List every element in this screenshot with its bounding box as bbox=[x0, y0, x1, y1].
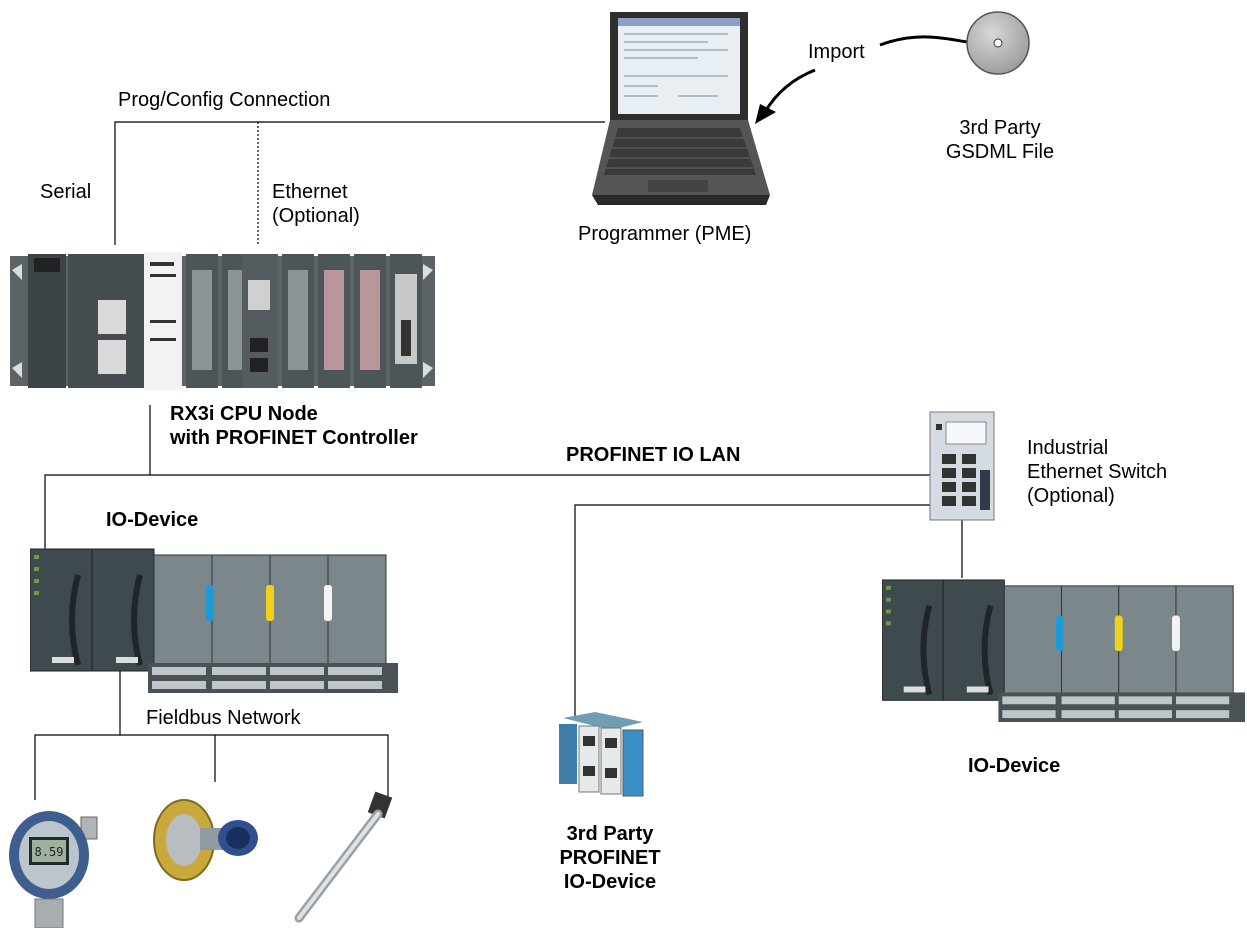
profinet-lan-label: PROFINET IO LAN bbox=[566, 444, 741, 466]
switch-icon bbox=[929, 411, 995, 521]
io-rack-icon bbox=[30, 548, 398, 693]
io-device-right-label: IO-Device bbox=[968, 755, 1061, 777]
io-device-left-label: IO-Device bbox=[106, 509, 199, 531]
svg-text:8.59: 8.59 bbox=[35, 845, 64, 859]
cpu-node-line2: with PROFINET Controller bbox=[170, 427, 418, 449]
ethernet-line2: (Optional) bbox=[272, 205, 360, 227]
probe-icon bbox=[294, 791, 393, 923]
transmitter-icon: 8.59 bbox=[9, 811, 98, 928]
cpu-node-label: RX3i CPU Node with PROFINET Controller bbox=[170, 402, 418, 450]
plc-rack-icon bbox=[10, 252, 435, 390]
switch-label: Industrial Ethernet Switch (Optional) bbox=[1027, 436, 1167, 508]
io-rack-icon bbox=[882, 579, 1246, 723]
serial-label: Serial bbox=[40, 181, 92, 203]
ethernet-line1: Ethernet bbox=[272, 181, 348, 203]
import-arrow bbox=[755, 68, 816, 124]
third-party-line3: IO-Device bbox=[563, 871, 657, 893]
gsdml-file-line2: GSDML File bbox=[945, 141, 1055, 163]
ethernet-label: Ethernet (Optional) bbox=[272, 180, 360, 228]
switch-line3: (Optional) bbox=[1027, 485, 1115, 507]
third-party-line2: PROFINET bbox=[559, 847, 661, 869]
disk-icon bbox=[966, 11, 1030, 75]
flow-sensor-icon bbox=[153, 799, 258, 881]
terminal-block-icon bbox=[559, 712, 644, 797]
import-label: Import bbox=[808, 41, 865, 63]
third-party-device-label: 3rd Party PROFINET IO-Device bbox=[545, 822, 675, 894]
laptop-icon bbox=[592, 12, 770, 205]
third-party-line1: 3rd Party bbox=[566, 823, 654, 845]
switch-line1: Industrial bbox=[1027, 437, 1109, 459]
cpu-node-line1: RX3i CPU Node bbox=[170, 403, 318, 425]
gsdml-file-label: 3rd Party GSDML File bbox=[940, 116, 1060, 164]
switch-line2: Ethernet Switch bbox=[1027, 461, 1168, 483]
fieldbus-network-label: Fieldbus Network bbox=[146, 707, 301, 729]
prog-config-connection-label: Prog/Config Connection bbox=[118, 89, 331, 111]
programmer-label: Programmer (PME) bbox=[578, 223, 752, 245]
gsdml-file-line1: 3rd Party bbox=[959, 117, 1041, 139]
